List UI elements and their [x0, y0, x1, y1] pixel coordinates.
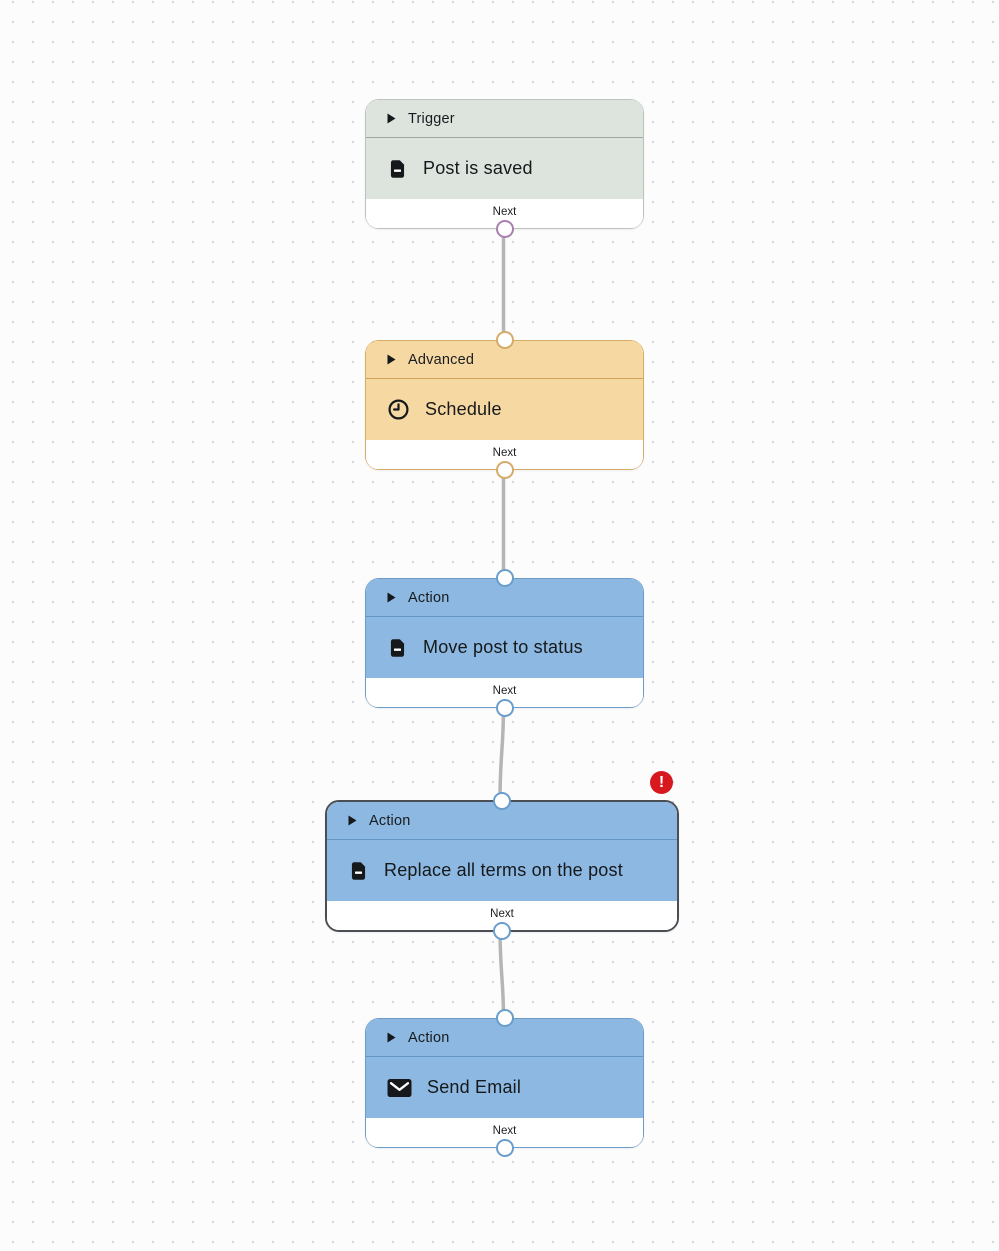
output-port[interactable] [495, 1139, 514, 1157]
node-box: Action Replace all terms on the post Nex… [327, 802, 677, 930]
connector-line [498, 704, 506, 802]
node-box: Action Send Email Next [366, 1019, 643, 1147]
node-title: Post is saved [423, 158, 533, 178]
input-port[interactable] [495, 1009, 514, 1027]
node-title: Schedule [425, 399, 502, 419]
node-action-send-email[interactable]: Action Send Email Next [365, 1009, 644, 1157]
expand-triangle-icon[interactable] [387, 354, 396, 365]
node-category-label: Trigger [408, 110, 455, 127]
expand-triangle-icon[interactable] [387, 592, 396, 603]
node-box: Trigger Post is saved Next [366, 100, 643, 228]
node-title: Send Email [427, 1077, 522, 1097]
error-badge[interactable]: ! [650, 771, 673, 794]
output-port[interactable] [493, 922, 511, 940]
document-icon [348, 860, 369, 882]
node-action-replace-all-terms[interactable]: Action Replace all terms on the post Nex… [325, 771, 679, 940]
node-body[interactable]: Send Email [366, 1057, 643, 1118]
next-label: Next [492, 447, 517, 459]
error-badge-symbol: ! [658, 773, 665, 791]
node-body[interactable]: Schedule [366, 379, 643, 440]
node-box: Advanced Schedule Next [366, 341, 643, 469]
node-action-move-post-to-status[interactable]: Action Move post to status Next [365, 569, 644, 717]
node-body[interactable]: Post is saved [366, 138, 643, 199]
input-port[interactable] [493, 792, 511, 810]
next-label: Next [490, 908, 514, 920]
node-category-label: Action [408, 589, 450, 606]
expand-triangle-icon[interactable] [387, 1032, 396, 1043]
output-port[interactable] [495, 461, 514, 479]
next-label: Next [492, 206, 517, 218]
node-box: Action Move post to status Next [366, 579, 643, 707]
node-category-label: Advanced [408, 351, 475, 368]
node-trigger-post-is-saved[interactable]: Trigger Post is saved Next [365, 99, 644, 238]
node-category-label: Action [408, 1029, 450, 1046]
input-port[interactable] [495, 331, 514, 349]
connector-line [498, 926, 506, 1020]
node-body[interactable]: Replace all terms on the post [327, 840, 677, 901]
next-label: Next [492, 685, 517, 697]
node-header[interactable]: Trigger [366, 100, 643, 138]
envelope-icon [387, 1078, 412, 1098]
expand-triangle-icon[interactable] [387, 113, 396, 124]
node-body[interactable]: Move post to status [366, 617, 643, 678]
next-label: Next [492, 1125, 517, 1137]
node-title: Move post to status [423, 637, 583, 657]
node-title: Replace all terms on the post [384, 860, 623, 880]
node-advanced-schedule[interactable]: Advanced Schedule Next [365, 331, 644, 479]
node-category-label: Action [369, 812, 411, 829]
expand-triangle-icon[interactable] [348, 815, 357, 826]
output-port[interactable] [495, 220, 514, 238]
document-icon [387, 637, 408, 659]
document-icon [387, 158, 408, 180]
output-port[interactable] [495, 699, 514, 717]
clock-icon [387, 398, 410, 421]
input-port[interactable] [495, 569, 514, 587]
